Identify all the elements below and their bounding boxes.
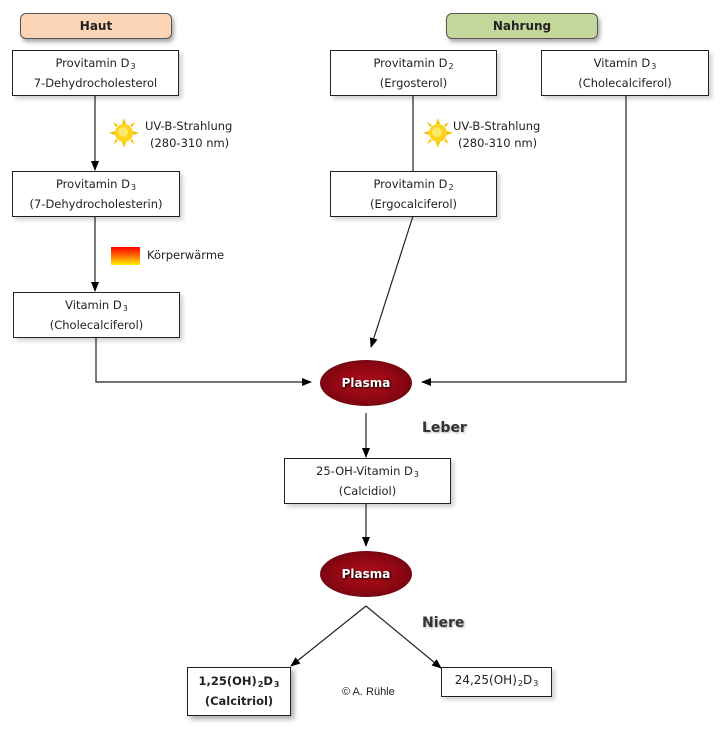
box-vitamin-d3-cholecalciferol-food: Vitamin D3 (Cholecalciferol)	[541, 50, 709, 96]
uvb-label-left: UV-B-Strahlung (280-310 nm)	[145, 118, 232, 152]
organ-label-kidney: Niere	[422, 615, 465, 631]
header-nahrung-label: Nahrung	[492, 19, 552, 33]
subscript: 3	[130, 61, 136, 71]
subscript: 3	[273, 680, 280, 689]
subscript: 3	[651, 61, 657, 71]
uvb-text: UV-B-Strahlung	[453, 119, 541, 133]
box-text: (7-Dehydrocholesterin)	[29, 196, 163, 211]
box-text: Provitamin D	[373, 55, 448, 70]
arrow-vitamin-d3-food-to-plasma	[421, 96, 627, 386]
subscript: 3	[533, 679, 539, 688]
box-text: (Ergosterol)	[379, 75, 448, 90]
subscript: 3	[130, 182, 137, 192]
plasma-blood-cells-icon: Plasma	[320, 551, 412, 597]
box-text: Provitamin D	[55, 55, 130, 70]
box-text: 25-OH-Vitamin D	[316, 463, 413, 478]
sun-icon	[109, 118, 139, 148]
box-provitamin-d3-7-dehydrocholesterin: Provitamin D3 (7-Dehydrocholesterin)	[12, 171, 180, 217]
header-haut: Haut	[20, 13, 172, 39]
uvb-wavelength: (280-310 nm)	[150, 136, 230, 150]
subscript: 2	[448, 61, 454, 71]
heat-gradient-icon	[111, 247, 140, 265]
subscript: 2	[517, 679, 523, 688]
box-provitamin-d3-7-dehydrocholesterol: Provitamin D3 7-Dehydrocholesterol	[12, 50, 179, 96]
arrow-d2-mid-to-plasma	[369, 215, 414, 348]
box-text: D	[522, 673, 533, 687]
box-text: (Calcitriol)	[204, 694, 274, 708]
subscript: 2	[448, 182, 454, 192]
box-text: (Calcidiol)	[338, 483, 397, 498]
box-provitamin-d2-ergocalciferol: Provitamin D2 (Ergocalciferol)	[330, 171, 497, 217]
box-text: (Ergocalciferol)	[369, 196, 457, 211]
arrow-vitamin-d3-to-plasma	[95, 337, 312, 386]
box-text: (Cholecalciferol)	[578, 75, 672, 90]
arrow-plasma-to-calcitriol	[290, 605, 367, 667]
box-vitamin-d3-cholecalciferol-skin: Vitamin D3 (Cholecalciferol)	[13, 292, 180, 338]
box-text: Provitamin D	[55, 176, 130, 191]
box-text: 7-Dehydrocholesterol	[33, 75, 158, 90]
box-calcitriol: 1,25(OH)2D3 (Calcitriol)	[187, 667, 291, 716]
subscript: 2	[257, 680, 264, 689]
copyright-text: © A. Rühle	[342, 686, 395, 698]
sun-icon	[423, 118, 453, 148]
box-text: Vitamin D	[593, 55, 651, 70]
subscript: 3	[122, 303, 128, 313]
box-text: 1,25(OH)	[198, 674, 257, 688]
uvb-label-right: UV-B-Strahlung (280-310 nm)	[453, 118, 540, 152]
uvb-text: UV-B-Strahlung	[145, 119, 233, 133]
box-text: 24,25(OH)	[454, 673, 517, 687]
box-text: Vitamin D	[65, 297, 122, 312]
header-nahrung: Nahrung	[446, 13, 598, 39]
arrow-plasma-to-24-25	[365, 605, 442, 669]
subscript: 3	[413, 469, 419, 479]
box-text: (Cholecalciferol)	[49, 317, 144, 332]
plasma-label: Plasma	[341, 567, 391, 581]
box-text: D	[263, 674, 273, 688]
plasma-blood-cells-icon: Plasma	[320, 360, 412, 406]
body-heat-label: Körperwärme	[147, 248, 225, 262]
organ-label-liver: Leber	[422, 420, 467, 436]
uvb-wavelength: (280-310 nm)	[458, 136, 538, 150]
box-24-25-oh2-d3: 24,25(OH)2D3	[441, 667, 552, 697]
header-haut-label: Haut	[79, 19, 113, 33]
box-25-oh-vitamin-d3-calcidiol: 25-OH-Vitamin D3 (Calcidiol)	[284, 458, 451, 504]
plasma-label: Plasma	[341, 376, 391, 390]
box-text: Provitamin D	[373, 176, 448, 191]
box-provitamin-d2-ergosterol: Provitamin D2 (Ergosterol)	[330, 50, 497, 96]
